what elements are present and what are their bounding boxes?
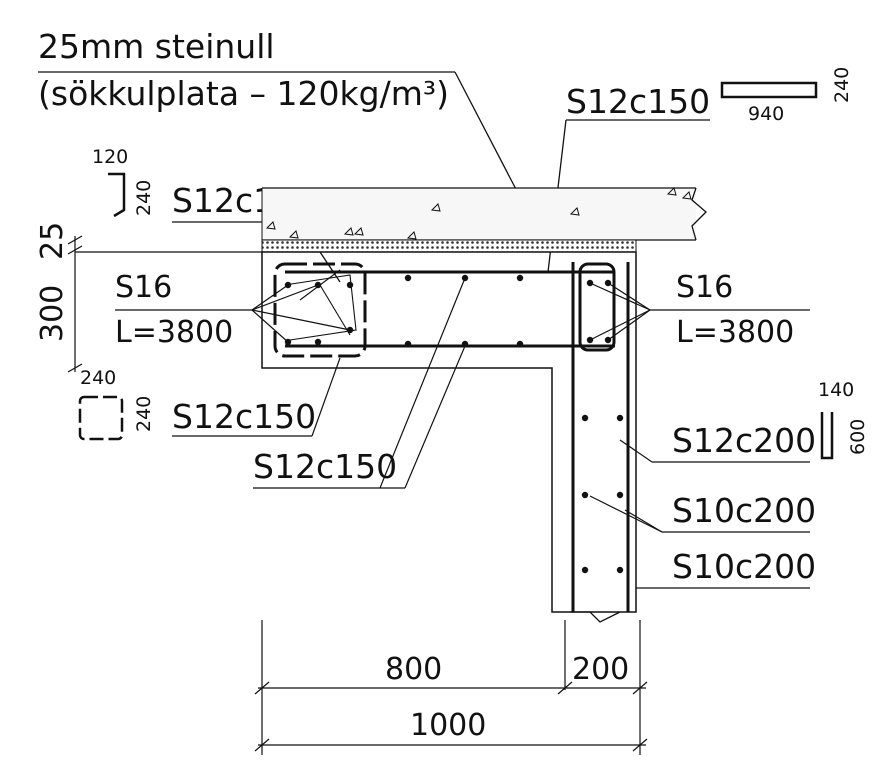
shape-rect-width: 940 xyxy=(748,103,784,125)
shape-stirrup-height: 240 xyxy=(133,396,155,432)
label-wall-rebar-2: S10c200 xyxy=(672,491,816,530)
left-lower-leader xyxy=(172,357,341,437)
shape-hook-height: 240 xyxy=(133,180,155,216)
insulation-note-line2: (sökkulplata – 120kg/m³) xyxy=(38,74,449,113)
shape-hook-width: 120 xyxy=(92,146,128,168)
concrete-slab xyxy=(261,187,707,241)
vertical-dimension xyxy=(67,235,262,373)
dim-1000: 1000 xyxy=(410,708,486,743)
label-left-lower-rebar: S12c150 xyxy=(172,397,316,436)
horizontal-dimensions xyxy=(254,620,648,755)
straight-bar-shape xyxy=(720,81,818,99)
insulation-note-line1: 25mm steinull xyxy=(38,27,275,66)
wall-leaders xyxy=(589,439,810,589)
label-wall-rebar-3: S10c200 xyxy=(672,547,816,586)
right-bar-leaders xyxy=(589,282,810,341)
left-bar-leaders xyxy=(115,284,351,343)
insulation-layer xyxy=(261,239,637,253)
shape-stirrup-width: 240 xyxy=(80,367,116,389)
label-left-bar-length: L=3800 xyxy=(115,315,233,350)
shape-ubar-width: 140 xyxy=(818,379,854,401)
u-bar-shape xyxy=(820,412,834,460)
label-bottom-rebar: S12c150 xyxy=(253,447,397,486)
wall-break-mark xyxy=(570,611,621,623)
rebar-dots xyxy=(284,274,624,574)
label-top-right-rebar: S12c150 xyxy=(566,82,710,121)
aggregate-marks xyxy=(265,187,692,240)
bottom-leader xyxy=(253,277,466,489)
dim-25: 25 xyxy=(35,222,70,260)
shape-ubar-height: 600 xyxy=(847,419,869,455)
label-wall-rebar-1: S12c200 xyxy=(672,421,816,460)
foundation-outline xyxy=(261,251,637,613)
shape-rect-height: 240 xyxy=(831,67,853,103)
stirrup-shape xyxy=(78,395,124,441)
label-left-bar: S16 xyxy=(115,270,172,305)
hook-bar-shape xyxy=(108,172,126,218)
dim-200: 200 xyxy=(572,652,629,687)
label-right-bar-length: L=3800 xyxy=(676,315,794,350)
dim-300: 300 xyxy=(35,285,70,342)
dim-800: 800 xyxy=(385,652,442,687)
label-right-bar: S16 xyxy=(676,270,733,305)
beam-rebar xyxy=(273,262,630,612)
